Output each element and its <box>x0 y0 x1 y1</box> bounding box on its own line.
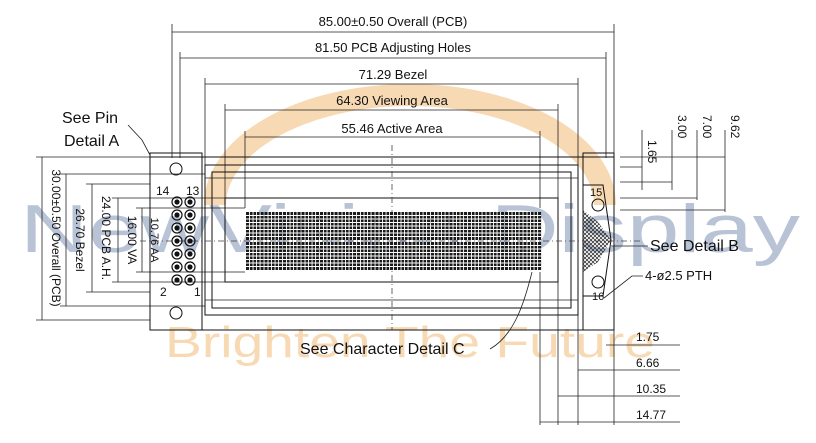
character-cell <box>375 242 394 270</box>
overall-dim: 85.00±0.50 Overall (PCB) <box>319 14 468 29</box>
character-cell <box>320 242 338 270</box>
bottom-right-dim-2: 6.66 <box>636 356 660 370</box>
character-cell <box>264 242 283 270</box>
active-dim: 55.46 Active Area <box>341 121 443 136</box>
pth-callout: 4-ø2.5 PTH <box>645 268 712 283</box>
watermark-slogan: Brighten The Future <box>165 318 655 367</box>
left-overall-dim: 30.00±0.50 Overall (PCB) <box>49 169 63 306</box>
character-cell <box>449 242 468 270</box>
mounting-holes <box>169 162 605 320</box>
bottom-right-dimensions: 1.75 6.66 10.35 14.77 <box>539 272 680 425</box>
mounting-hole <box>169 306 183 320</box>
pin-pad <box>184 274 196 286</box>
bottom-right-dim-4: 14.77 <box>636 408 666 422</box>
bottom-right-dim-3: 10.35 <box>636 382 666 396</box>
left-dimensions: 30.00±0.50 Overall (PCB) 26.70 Bezel 24.… <box>36 156 245 321</box>
character-cell <box>338 242 357 270</box>
right-top-dim-4: 9.62 <box>728 115 742 139</box>
character-cell <box>338 212 357 240</box>
pin-label-2: 2 <box>160 285 167 299</box>
character-cell <box>394 242 412 270</box>
pin-pad <box>171 222 183 234</box>
watermark-arc <box>204 84 616 206</box>
character-cell <box>486 212 505 240</box>
pin-label-1: 1 <box>194 285 201 299</box>
pin-pad <box>184 261 196 273</box>
mounting-hole <box>169 162 183 176</box>
right-top-dim-1: 1.65 <box>645 140 659 164</box>
mounting-hole <box>591 275 605 289</box>
character-cell <box>505 242 523 270</box>
callouts: See Pin Detail A See Detail B 4-ø2.5 PTH… <box>62 110 739 358</box>
character-cell <box>283 242 301 270</box>
pin-pad <box>171 209 183 221</box>
pin-label-13: 13 <box>186 184 200 198</box>
top-dimensions: 85.00±0.50 Overall (PCB) 81.50 PCB Adjus… <box>171 14 615 208</box>
pin-label-14: 14 <box>156 184 170 198</box>
character-cell <box>394 212 412 240</box>
pin-detail-callout-line1: See Pin <box>62 110 118 127</box>
character-cell <box>449 212 468 240</box>
character-cell <box>505 212 523 240</box>
character-cell <box>301 242 320 270</box>
bezel-dim: 71.29 Bezel <box>359 67 428 82</box>
character-cell <box>246 212 264 240</box>
pin-pad <box>184 209 196 221</box>
character-detail-callout: See Character Detail C <box>300 341 465 358</box>
character-cell <box>283 212 301 240</box>
left-pcb-ah-dim: 24.00 PCB A.H. <box>99 196 113 280</box>
right-top-dimensions: 1.65 3.00 7.00 9.62 <box>620 115 742 212</box>
character-cell <box>523 242 542 270</box>
character-cell <box>357 242 375 270</box>
character-cell <box>264 212 283 240</box>
pin-header <box>171 196 196 286</box>
character-cell <box>486 242 505 270</box>
bottom-right-dim-1: 1.75 <box>636 330 660 344</box>
character-cell <box>431 242 449 270</box>
pin-pad <box>171 248 183 260</box>
left-aa-dim: 10.76 AA <box>148 218 160 263</box>
holes-dim: 81.50 PCB Adjusting Holes <box>315 40 472 55</box>
pcb-outline <box>140 145 640 331</box>
character-cell <box>412 212 431 240</box>
detail-b-callout: See Detail B <box>650 238 739 255</box>
pin-label-16: 16 <box>592 291 604 303</box>
mounting-hole <box>591 198 605 212</box>
character-cell <box>301 212 320 240</box>
right-top-dim-3: 7.00 <box>700 115 714 139</box>
pin-pad <box>171 274 183 286</box>
pin-detail-callout-line2: Detail A <box>64 133 119 150</box>
pin-pad <box>184 248 196 260</box>
character-cell <box>431 212 449 240</box>
character-cell <box>375 212 394 240</box>
viewing-dim: 64.30 Viewing Area <box>336 93 449 108</box>
pin-pad <box>171 196 183 208</box>
character-cell <box>246 242 264 270</box>
character-matrix <box>246 212 542 270</box>
character-cell <box>357 212 375 240</box>
character-cell <box>320 212 338 240</box>
pin-pad <box>184 222 196 234</box>
pin-pad <box>171 261 183 273</box>
pin-pad <box>171 235 183 247</box>
pin-pad <box>184 196 196 208</box>
character-cell <box>468 242 486 270</box>
left-va-dim: 16.00 VA <box>125 216 139 264</box>
character-cell <box>412 242 431 270</box>
right-top-dim-2: 3.00 <box>675 115 689 139</box>
pin-label-15: 15 <box>590 187 602 199</box>
pin-pad <box>184 235 196 247</box>
character-cell <box>468 212 486 240</box>
left-bezel-dim: 26.70 Bezel <box>73 208 87 271</box>
character-cell <box>523 212 542 240</box>
